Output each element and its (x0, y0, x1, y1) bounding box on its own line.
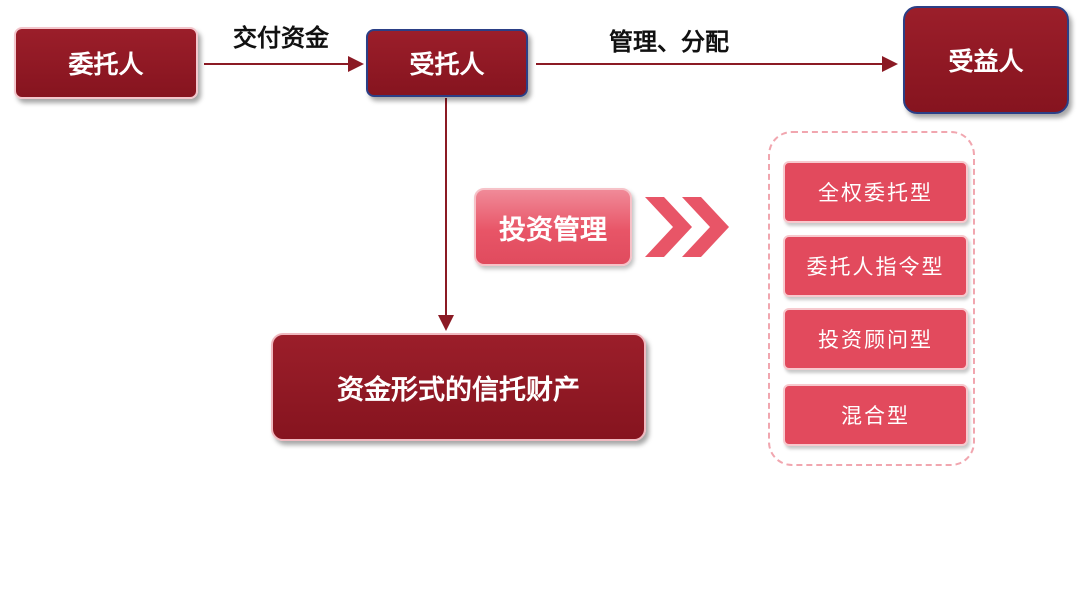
node-trustee: 受托人 (366, 29, 528, 97)
node-investment-management: 投资管理 (474, 188, 632, 266)
node-trustor: 委托人 (14, 27, 198, 99)
edge-label-manage-distribute: 管理、分配 (609, 28, 729, 56)
node-beneficiary: 受益人 (903, 6, 1069, 114)
double-chevron-icon (645, 197, 729, 257)
management-type-item: 全权委托型 (783, 161, 968, 223)
management-type-item: 委托人指令型 (783, 235, 968, 297)
edge-label-pay-funds: 交付资金 (233, 24, 329, 52)
management-types-group: 全权委托型 委托人指令型 投资顾问型 混合型 (768, 131, 975, 466)
management-type-item: 混合型 (783, 384, 968, 446)
management-type-item: 投资顾问型 (783, 308, 968, 370)
node-trust-property: 资金形式的信托财产 (271, 333, 646, 441)
